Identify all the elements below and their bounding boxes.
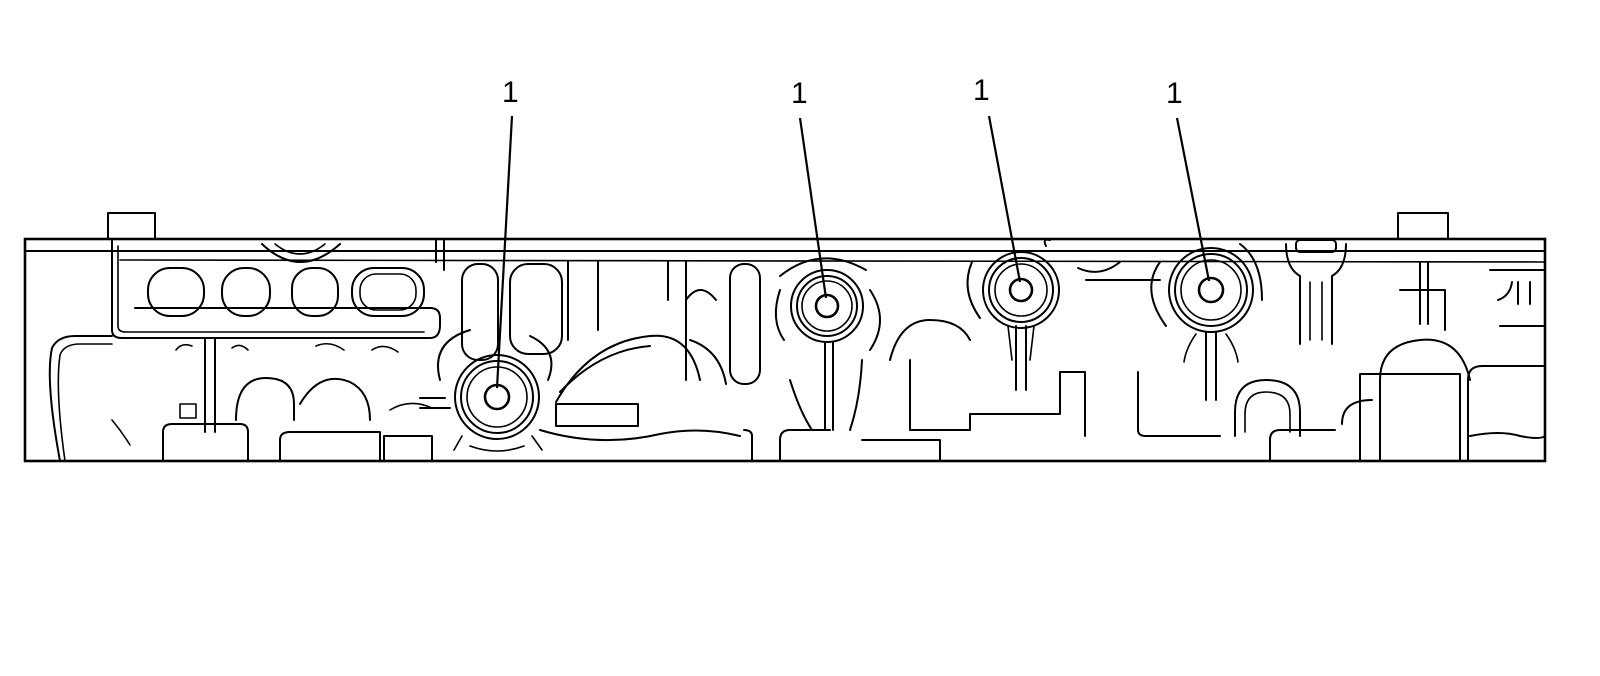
valve-body-outline	[23, 212, 1547, 463]
left-end-passage	[48, 238, 451, 462]
bolt-boss-d	[1150, 243, 1263, 401]
callout-label: 1	[791, 77, 808, 110]
bolt-boss-a	[437, 329, 553, 452]
callout-1c: 1	[973, 74, 1022, 283]
bolt-boss-c	[966, 238, 1060, 391]
callout-1b: 1	[791, 77, 828, 299]
center-passages	[461, 261, 1086, 462]
callout-1d: 1	[1166, 77, 1211, 282]
right-passages	[1077, 239, 1546, 462]
callout-label: 1	[1166, 77, 1183, 110]
callout-label: 1	[973, 74, 990, 107]
bolt-boss-b	[774, 257, 881, 351]
callout-label: 1	[502, 76, 519, 109]
callout-1a: 1	[495, 76, 519, 389]
